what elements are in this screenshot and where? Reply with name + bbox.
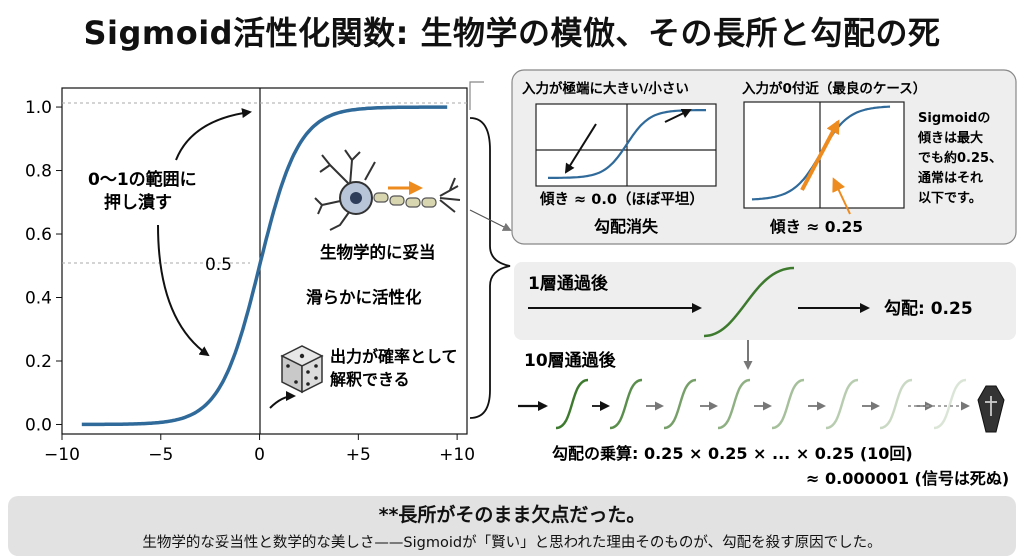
side-note-3: でも約0.25、: [918, 150, 1002, 166]
one-layer-curve: [703, 266, 795, 338]
y-tick-label: 0.0: [25, 415, 52, 435]
inset-right-slope: 傾き ≈ 0.25: [769, 217, 863, 236]
x-tick-label: +10: [439, 445, 475, 465]
inset-left-caption: 勾配消失: [594, 217, 659, 236]
x-tick-label: −5: [148, 445, 173, 465]
chain-sigmoid: [717, 378, 751, 430]
side-note-2: 傾きは最大: [917, 130, 983, 146]
chain-sigmoid: [555, 378, 589, 430]
one-layer-box: 1層通過後 勾配: 0.25: [514, 262, 1016, 340]
chain-sigmoid: [933, 378, 967, 430]
y-tick-label: 0.8: [25, 162, 52, 182]
sigmoid-curve: [81, 105, 448, 427]
mini-plot-right: [743, 101, 905, 209]
x-tick-label: 0: [254, 445, 265, 465]
footer-banner: **長所がそのまま欠点だった。 生物学的な妥当性と数学的な美しさ——Sigmoi…: [8, 496, 1016, 556]
multiplication-line-1: 勾配の乗算: 0.25 × 0.25 × ... × 0.25 (10回): [552, 444, 913, 463]
inset-left-title: 入力が極端に大きい/小さい: [522, 80, 689, 97]
sigmoid-chart: 0.5 −10 −5 0 +5 +10 0.0 0.2 0.4 0.6 0.8 1.0: [25, 87, 475, 465]
dice-icon: [280, 345, 324, 394]
squash-line-2: 押し潰す: [104, 192, 172, 213]
mini-left-curve: [548, 109, 706, 179]
smooth-label: 滑らかに活性化: [306, 287, 422, 307]
tangent-arrow: [800, 119, 840, 191]
prob-arrow: [269, 391, 296, 409]
footer-body: 生物学的な妥当性と数学的な美しさ——Sigmoidが「賢い」と思われた理由そのも…: [142, 535, 882, 551]
side-note-4: 通常はそれ: [918, 170, 983, 186]
one-layer-gradient: 勾配: 0.25: [884, 298, 973, 319]
bio-label: 生物学的に妥当: [320, 242, 436, 262]
chain-sigmoid: [825, 378, 859, 430]
plot-frame: [61, 87, 468, 435]
side-note: Sigmoidの 傾きは最大 でも約0.25、 通常はそれ 以下です。: [917, 111, 1002, 206]
neuron-icon: [314, 149, 461, 231]
side-note-1: Sigmoidの: [918, 111, 990, 126]
ten-layer-chain: [518, 378, 970, 430]
chain-sigmoid: [609, 378, 643, 430]
y-tick-label: 0.6: [25, 225, 52, 245]
multiplication-line-2: ≈ 0.000001 (信号は死ぬ): [806, 469, 1009, 488]
brace: [469, 117, 511, 419]
prob-line-1: 出力が確率として: [330, 347, 458, 366]
squash-annotation: 0〜1の範囲に 押し潰す: [88, 108, 252, 357]
coffin-icon: [977, 385, 1005, 433]
slope-inset: 入力が極端に大きい/小さい 入力が0付近（最良のケース） 傾き ≈ 0.0（ほぼ…: [469, 69, 1017, 245]
one-layer-label: 1層通過後: [528, 273, 609, 294]
chain-sigmoid: [663, 378, 697, 430]
side-note-5: 以下です。: [918, 191, 982, 206]
y-tick-label: 1.0: [25, 98, 52, 118]
x-tick-label: −10: [44, 445, 80, 465]
inset-right-title: 入力が0付近（最良のケース）: [742, 80, 926, 97]
footer-headline: **長所がそのまま欠点だった。: [378, 504, 646, 526]
midpoint-label: 0.5: [205, 255, 232, 275]
chain-sigmoid: [879, 378, 913, 430]
x-ticks: −10 −5 0 +5 +10: [44, 434, 475, 465]
squash-line-1: 0〜1の範囲に: [88, 169, 197, 190]
arrow-to-bottom: [157, 224, 210, 357]
ten-layer-label: 10層通過後: [524, 350, 617, 371]
y-tick-label: 0.2: [25, 352, 52, 372]
x-tick-label: +5: [346, 445, 371, 465]
y-ticks: 0.0 0.2 0.4 0.6 0.8 1.0: [25, 98, 62, 435]
prob-line-2: 解釈できる: [330, 370, 410, 389]
inset-left-slope: 傾き ≈ 0.0（ほぼ平坦）: [539, 190, 704, 208]
chain-sigmoid: [771, 378, 805, 430]
page-title: Sigmoid活性化関数: 生物学の模倣、その長所と勾配の死: [83, 14, 941, 52]
slope-pointer: [832, 177, 851, 215]
y-tick-label: 0.4: [25, 289, 52, 309]
arrow-to-top: [175, 108, 252, 161]
